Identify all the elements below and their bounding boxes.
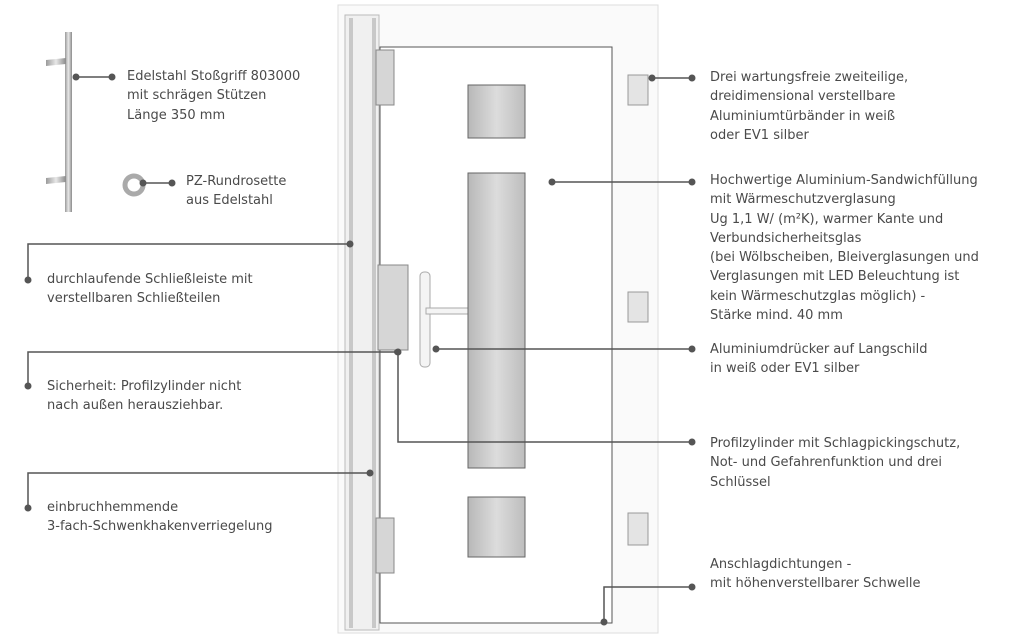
callout-lines: [27, 76, 692, 622]
push-handle-image: [46, 32, 72, 212]
callout-hinges: Drei wartungsfreie zweiteilige,dreidimen…: [710, 70, 909, 143]
callout-seal: Anschlagdichtungen -mit höhenverstellbar…: [710, 557, 921, 592]
callout-cylinder: Profilzylinder mit Schlagpickingschutz,N…: [710, 436, 961, 490]
callout-dots: [24, 73, 696, 626]
door-frame: [337, 4, 659, 634]
